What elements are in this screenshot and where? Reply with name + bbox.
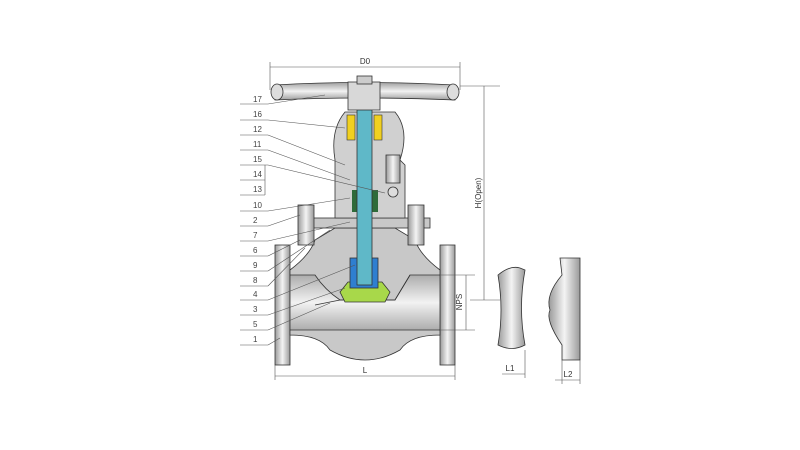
bolt-right bbox=[407, 204, 425, 246]
dim-l: L bbox=[363, 366, 368, 375]
part-label: 5 bbox=[253, 320, 258, 329]
part-labels: 17 16 12 11 15 14 13 10 2 7 6 9 8 4 3 5 … bbox=[240, 94, 386, 346]
part-label: 3 bbox=[253, 305, 258, 314]
part-label: 12 bbox=[253, 125, 262, 134]
dim-d0: D0 bbox=[360, 57, 371, 66]
part-label: 2 bbox=[253, 216, 258, 225]
dimension-lines: D0 H(Open) NPS L L1 L2 bbox=[269, 57, 581, 384]
dim-h-open: H(Open) bbox=[474, 177, 483, 208]
part-label: 4 bbox=[253, 290, 258, 299]
part-label: 6 bbox=[253, 246, 258, 255]
part-label: 11 bbox=[253, 140, 262, 149]
gland-bolt bbox=[385, 154, 401, 184]
socket-weld-end-view bbox=[548, 257, 581, 361]
part-label: 17 bbox=[253, 95, 262, 104]
dim-l2: L2 bbox=[564, 370, 573, 379]
handwheel-nut bbox=[356, 75, 373, 85]
part-label: 13 bbox=[253, 185, 262, 194]
handwheel[interactable] bbox=[270, 75, 460, 111]
part-label: 14 bbox=[253, 170, 262, 179]
part-label: 15 bbox=[253, 155, 262, 164]
eye-bolt bbox=[387, 186, 399, 198]
part-label: 9 bbox=[253, 261, 258, 270]
stem bbox=[356, 89, 373, 286]
packing-left bbox=[352, 190, 358, 212]
butt-weld-end-view bbox=[497, 266, 526, 349]
packing-right bbox=[372, 190, 378, 212]
part-label: 1 bbox=[253, 335, 258, 344]
right-flange bbox=[439, 244, 456, 366]
dim-nps: NPS bbox=[455, 294, 464, 310]
part-label: 16 bbox=[253, 110, 262, 119]
dim-l1: L1 bbox=[506, 364, 515, 373]
left-flange bbox=[274, 244, 291, 366]
part-label: 8 bbox=[253, 276, 258, 285]
bolt-left bbox=[297, 204, 315, 246]
yoke-bushing-left bbox=[346, 114, 356, 141]
yoke-bushing-right bbox=[373, 114, 383, 141]
part-label: 10 bbox=[253, 201, 262, 210]
part-label: 7 bbox=[253, 231, 258, 240]
